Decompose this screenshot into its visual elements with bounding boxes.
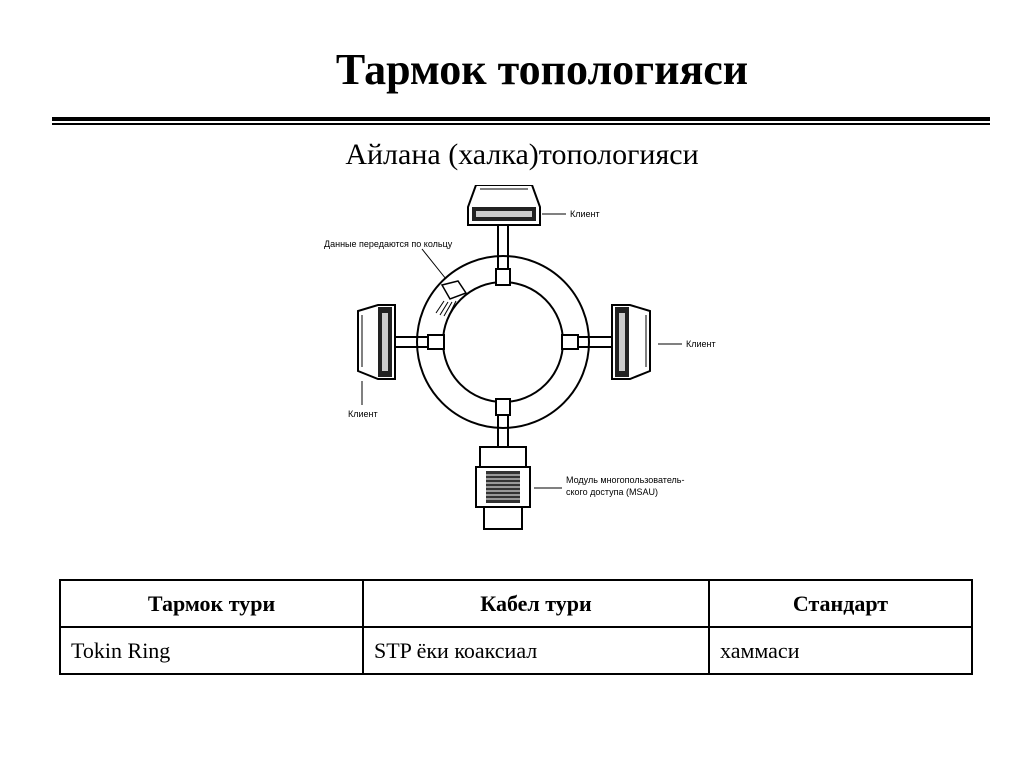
client-right-label: Клиент: [686, 339, 716, 349]
client-top-label: Клиент: [570, 209, 600, 219]
client-computer-top-icon: [467, 185, 541, 226]
ring-inner: [442, 281, 564, 403]
ring-outer: [416, 255, 590, 429]
network-type-table: Тармок тури Кабел тури Стандарт Tokin Ri…: [59, 579, 973, 675]
client-computer-left-icon: [357, 304, 396, 380]
client-computer-right-icon: [611, 304, 651, 380]
table-cell-cable-type: STP ёки коаксиал: [362, 626, 710, 675]
ring-topology-diagram: Клиент Клиент Клиент Модуль многопользов…: [324, 185, 716, 530]
top-connector: [495, 225, 511, 286]
left-connector: [395, 334, 445, 350]
data-token-icon: [435, 280, 468, 317]
title-divider-thin: [52, 123, 990, 125]
table-row: Tokin Ring STP ёки коаксиал хаммаси: [59, 626, 973, 675]
table-header-network-type: Тармок тури: [59, 579, 364, 628]
msau-label-line1: Модуль многопользователь-: [566, 475, 684, 485]
title-divider-thick: [52, 117, 990, 121]
page-subtitle: Айлана (халка)топологияси: [345, 138, 699, 171]
data-ring-label: Данные передаются по кольцу: [324, 239, 453, 249]
bottom-connector: [495, 398, 511, 447]
table-header-row: Тармок тури Кабел тури Стандарт: [59, 579, 973, 628]
msau-hub-icon: [475, 446, 531, 530]
msau-label-line2: ского доступа (MSAU): [566, 487, 658, 497]
table-cell-standard: хаммаси: [708, 626, 973, 675]
right-connector: [561, 334, 612, 350]
table-header-cable-type: Кабел тури: [362, 579, 710, 628]
table-cell-network-type: Tokin Ring: [59, 626, 364, 675]
page-title: Тармок топологияси: [335, 45, 749, 94]
table-header-standard: Стандарт: [708, 579, 973, 628]
client-left-label: Клиент: [348, 409, 378, 419]
